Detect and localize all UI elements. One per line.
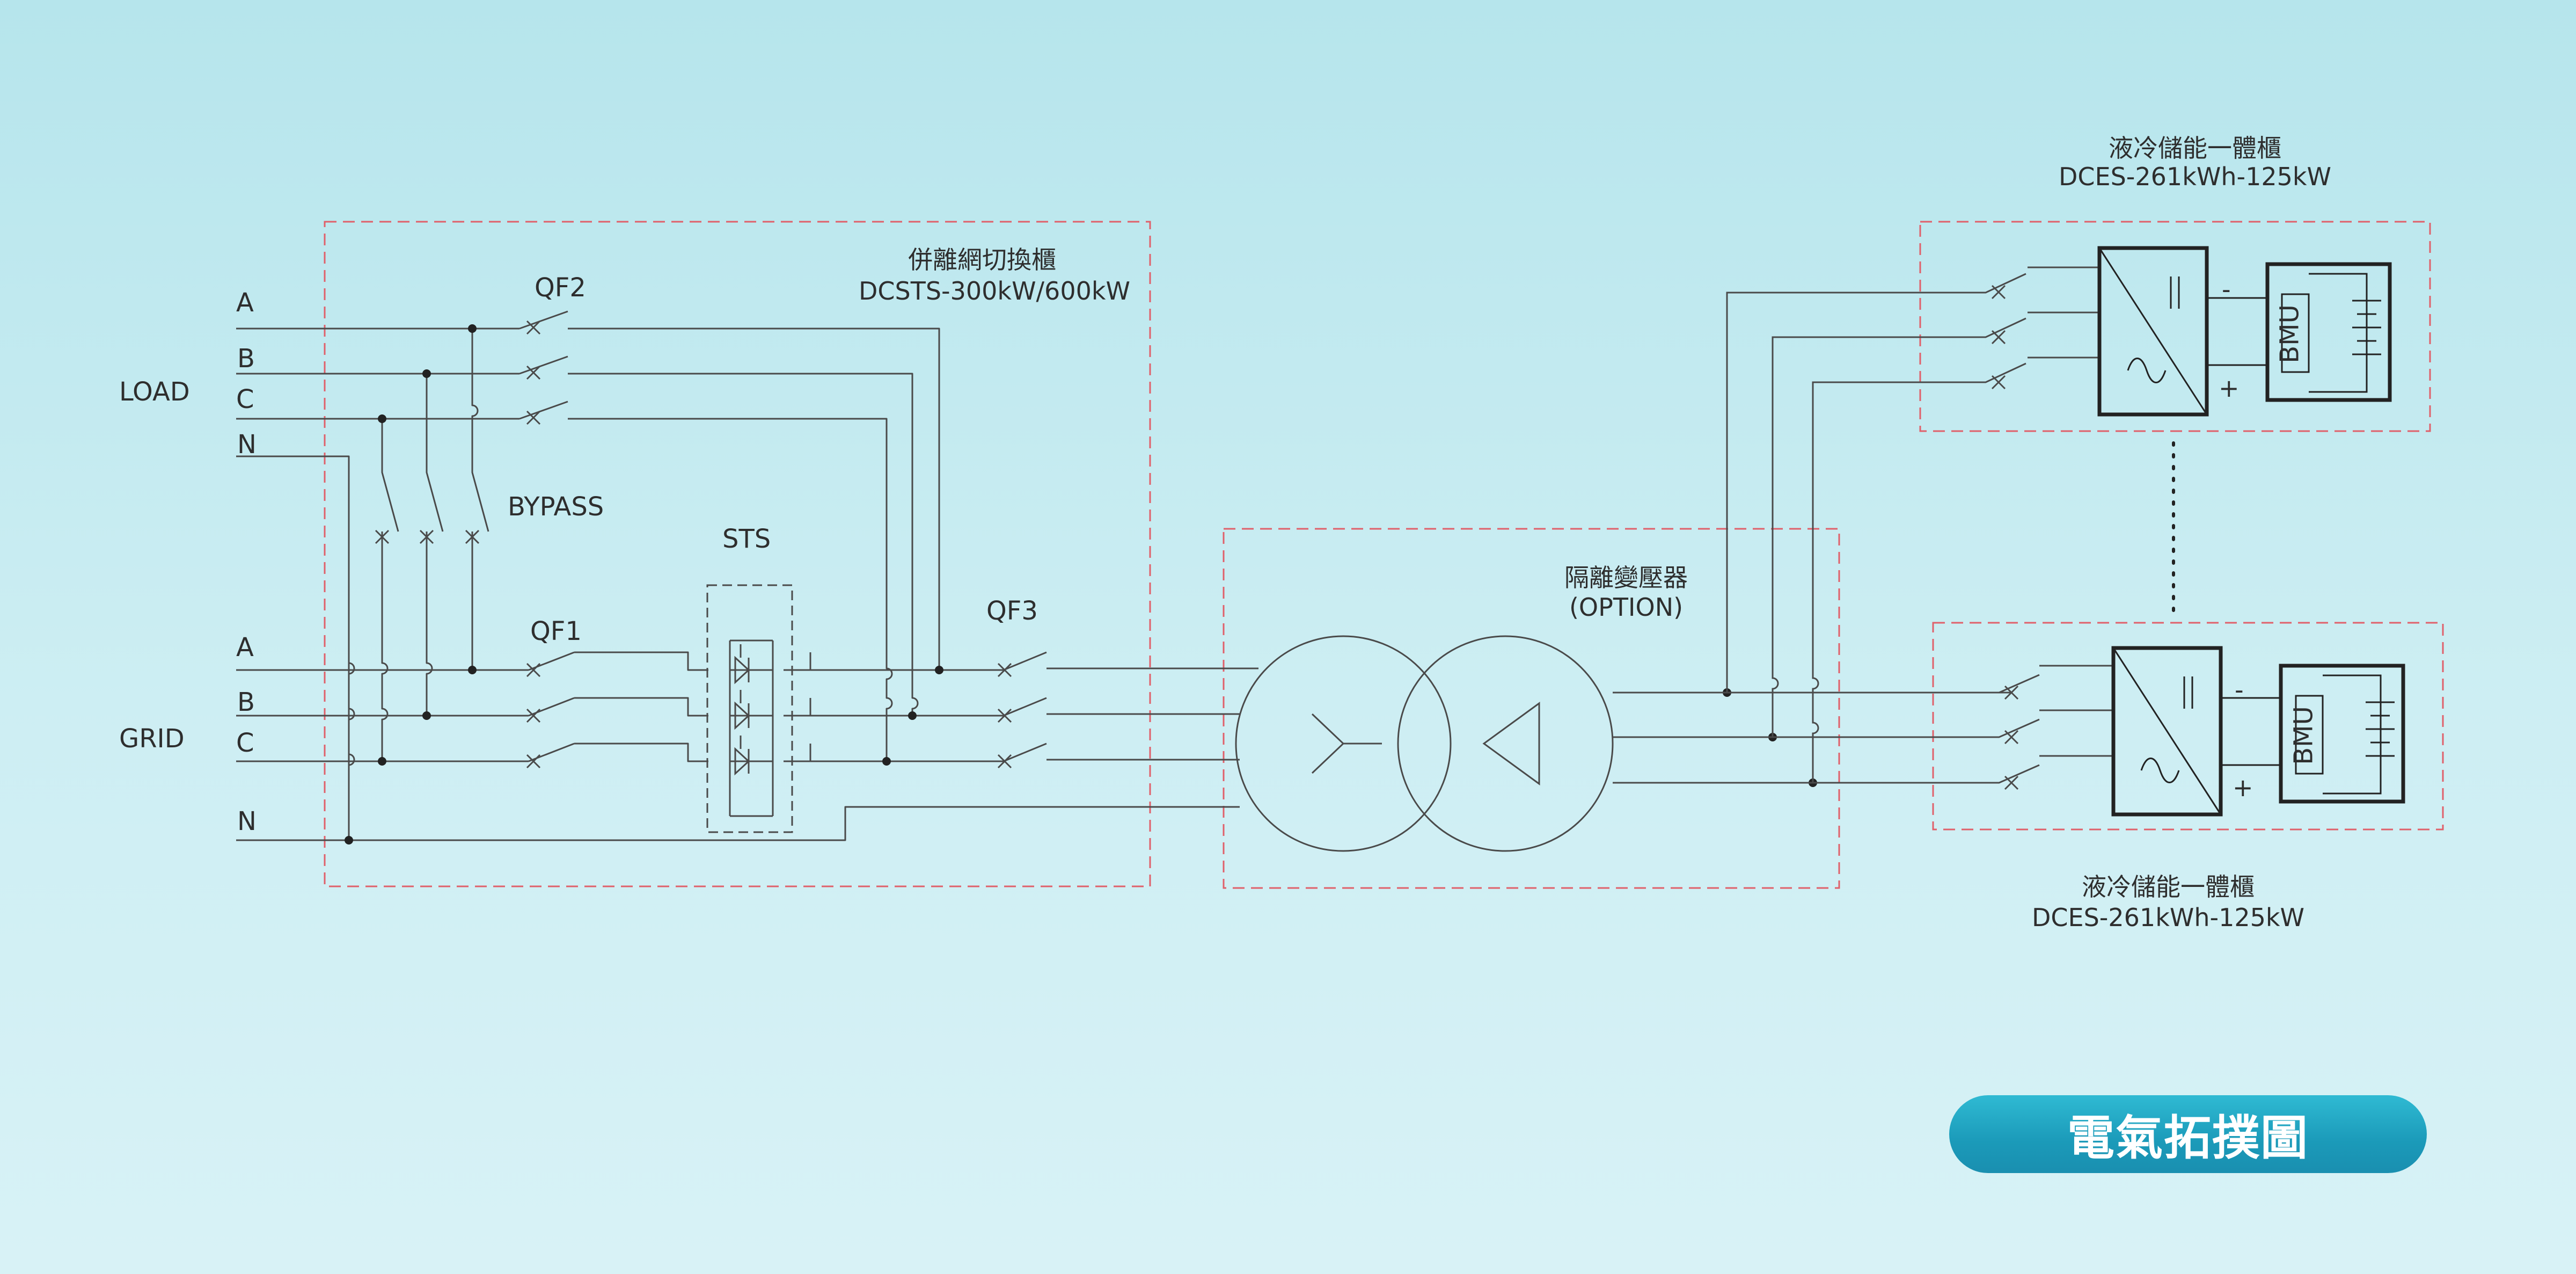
transformer-boundary [1223,528,1840,889]
load-label: LOAD [119,377,190,407]
load-phase-a: A [236,288,254,318]
load-phase-c: C [236,384,254,414]
bottom-plus-sign: + [2233,773,2253,802]
qf3-blade-b [1003,697,1240,717]
bypass-c [381,419,399,761]
grid-phase-a: A [236,632,254,663]
qf2-blade-a [519,310,940,668]
top-minus-sign: - [2222,275,2231,304]
load-phase-b: B [237,344,255,374]
top-plus-sign: + [2219,374,2240,403]
transformer-note: (OPTION) [1569,593,1684,622]
qf2-blade-c [519,401,893,762]
switch-cabinet-boundary [324,221,1151,887]
bmu-top-label: BMU [2274,304,2305,363]
isolation-transformer [1235,635,1614,852]
secondary-feeders [1613,266,2113,784]
junction-dots [345,324,1817,845]
storage-bottom-boundary [1932,622,2444,831]
bmu-bottom-label: BMU [2288,706,2319,765]
storage-top-title: 液冷儲能一體櫃 [2109,134,2281,163]
storage-bottom-pcs [2111,646,2405,817]
grid-phase-c: C [236,728,254,758]
storage-top-pcs [2097,246,2392,417]
qf2-blade-b [519,355,919,717]
storage-switch-marks [1991,285,2019,790]
bypass-b [426,374,444,716]
transformer-title: 隔離變壓器 [1564,563,1688,592]
sts-thyristors [706,584,793,833]
sts-label: STS [722,524,771,554]
bottom-minus-sign: - [2235,675,2244,704]
grid-line-n [236,806,1240,841]
load-line-n [236,455,350,840]
qf1-label: QF1 [530,616,582,646]
qf1-blade-a [528,651,708,671]
diagram-title-text: 電氣拓撲圖 [2067,1110,2309,1166]
qf2-label: QF2 [535,273,586,303]
qf1-blade-b [528,697,708,717]
grid-phase-n: N [237,806,257,836]
switch-x-marks [375,320,1012,769]
qf3-blade-a [1003,651,1258,671]
bypass-label: BYPASS [508,492,604,522]
storage-top-model: DCES-261kWh-125kW [2059,162,2331,191]
switch-cabinet-model: DCSTS-300kW/600kW [859,276,1130,305]
qf3-blade-c [1003,742,1240,762]
grid-phase-b: B [237,687,255,717]
storage-top-boundary [1919,221,2431,432]
load-phase-n: N [237,429,257,460]
bypass-a [471,329,489,670]
qf3-label: QF3 [986,596,1038,626]
load-n-hops [348,662,355,766]
qf1-blade-c [528,742,708,762]
storage-bottom-model: DCES-261kWh-125kW [2032,903,2304,932]
grid-label: GRID [119,724,185,754]
diagram-title-badge: 電氣拓撲圖 [1949,1095,2427,1173]
switch-cabinet-title: 併離網切換櫃 [908,245,1056,274]
storage-bottom-title: 液冷儲能一體櫃 [2082,872,2255,901]
